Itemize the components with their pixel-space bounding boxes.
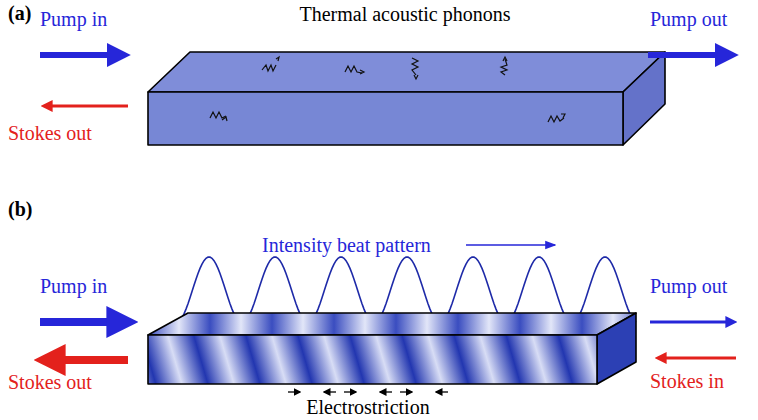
pump-arrow [648,52,728,58]
note: Intensity beat pattern [262,234,431,256]
direction-arrow [466,244,555,245]
fiber-slab-a [148,52,665,145]
pump-arrow [40,318,124,326]
stokes-arrow [48,356,128,364]
beam-label: Pump out [650,8,727,30]
pump-arrow [40,52,120,58]
electrostriction-arrows [288,391,448,392]
force-arrow [436,391,448,392]
note: Thermal acoustic phonons [299,3,510,25]
panel-label: (b) [8,198,32,220]
fiber-slab-b [148,313,636,384]
beam-label: Pump in [40,8,107,30]
force-arrow [288,391,300,392]
panel-label: (a) [8,2,31,24]
beam-label: Stokes out [8,371,92,393]
phonons [210,57,565,122]
force-arrow [344,391,356,392]
beam-label: Stokes in [650,370,724,392]
force-arrow [380,391,392,392]
stokes-arrow [46,105,128,108]
beam-label: Pump in [40,275,107,297]
force-arrow [400,391,412,392]
note: Electrostriction [306,396,429,418]
stokes-arrow [660,357,736,360]
pump-arrow [650,321,732,324]
beam-label: Pump out [650,275,727,297]
beam-label: Stokes out [8,122,92,144]
force-arrow [324,391,336,392]
